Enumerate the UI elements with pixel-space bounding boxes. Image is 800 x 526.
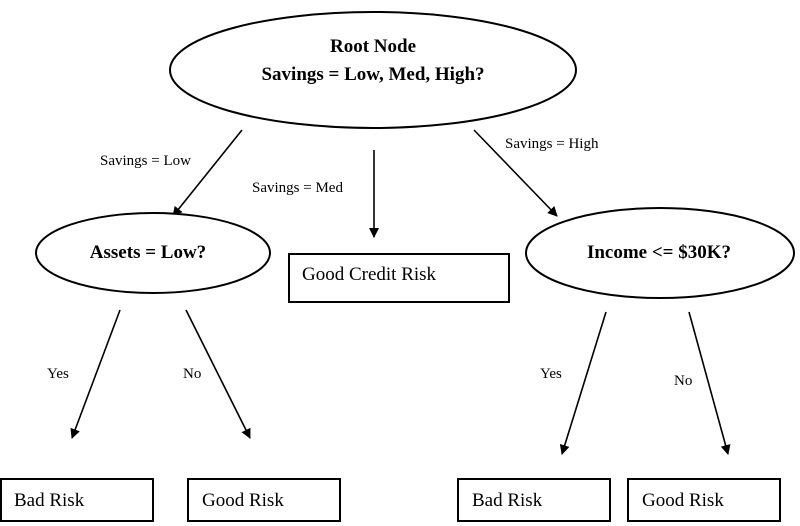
edge-assets-no (185, 309, 251, 439)
edge-label-assets-no: No (183, 366, 201, 382)
edge-label-savings-high: Savings = High (505, 136, 599, 152)
edge-savings-low (172, 129, 243, 217)
edge-income-no (688, 311, 731, 455)
assets-node: Assets = Low? (35, 212, 271, 294)
good-risk-leaf-right: Good Risk (627, 478, 781, 522)
root-node-title: Root Node (330, 36, 416, 57)
good-credit-risk-leaf: Good Credit Risk (288, 253, 510, 303)
good-risk-right-label: Good Risk (642, 490, 724, 511)
edge-label-income-yes: Yes (540, 366, 562, 382)
good-risk-left-label: Good Risk (202, 490, 284, 511)
income-node: Income <= $30K? (525, 207, 795, 299)
bad-risk-leaf-left: Bad Risk (0, 478, 154, 522)
bad-risk-left-label: Bad Risk (14, 490, 85, 511)
edge-income-yes (559, 311, 607, 455)
edge-assets-yes (70, 309, 121, 439)
income-node-label: Income <= $30K? (587, 242, 731, 263)
good-risk-leaf-left: Good Risk (187, 478, 341, 522)
edge-label-assets-yes: Yes (47, 366, 69, 382)
assets-node-label: Assets = Low? (90, 242, 206, 263)
good-credit-risk-label: Good Credit Risk (302, 264, 437, 285)
edge-label-savings-low: Savings = Low (100, 153, 191, 169)
edge-label-savings-med: Savings = Med (252, 180, 343, 196)
bad-risk-leaf-right: Bad Risk (457, 478, 611, 522)
bad-risk-right-label: Bad Risk (472, 490, 543, 511)
root-node-question: Savings = Low, Med, High? (261, 64, 484, 85)
edge-label-income-no: No (674, 373, 692, 389)
root-node: Root Node Savings = Low, Med, High? (169, 11, 577, 129)
edge-savings-high (473, 129, 558, 217)
